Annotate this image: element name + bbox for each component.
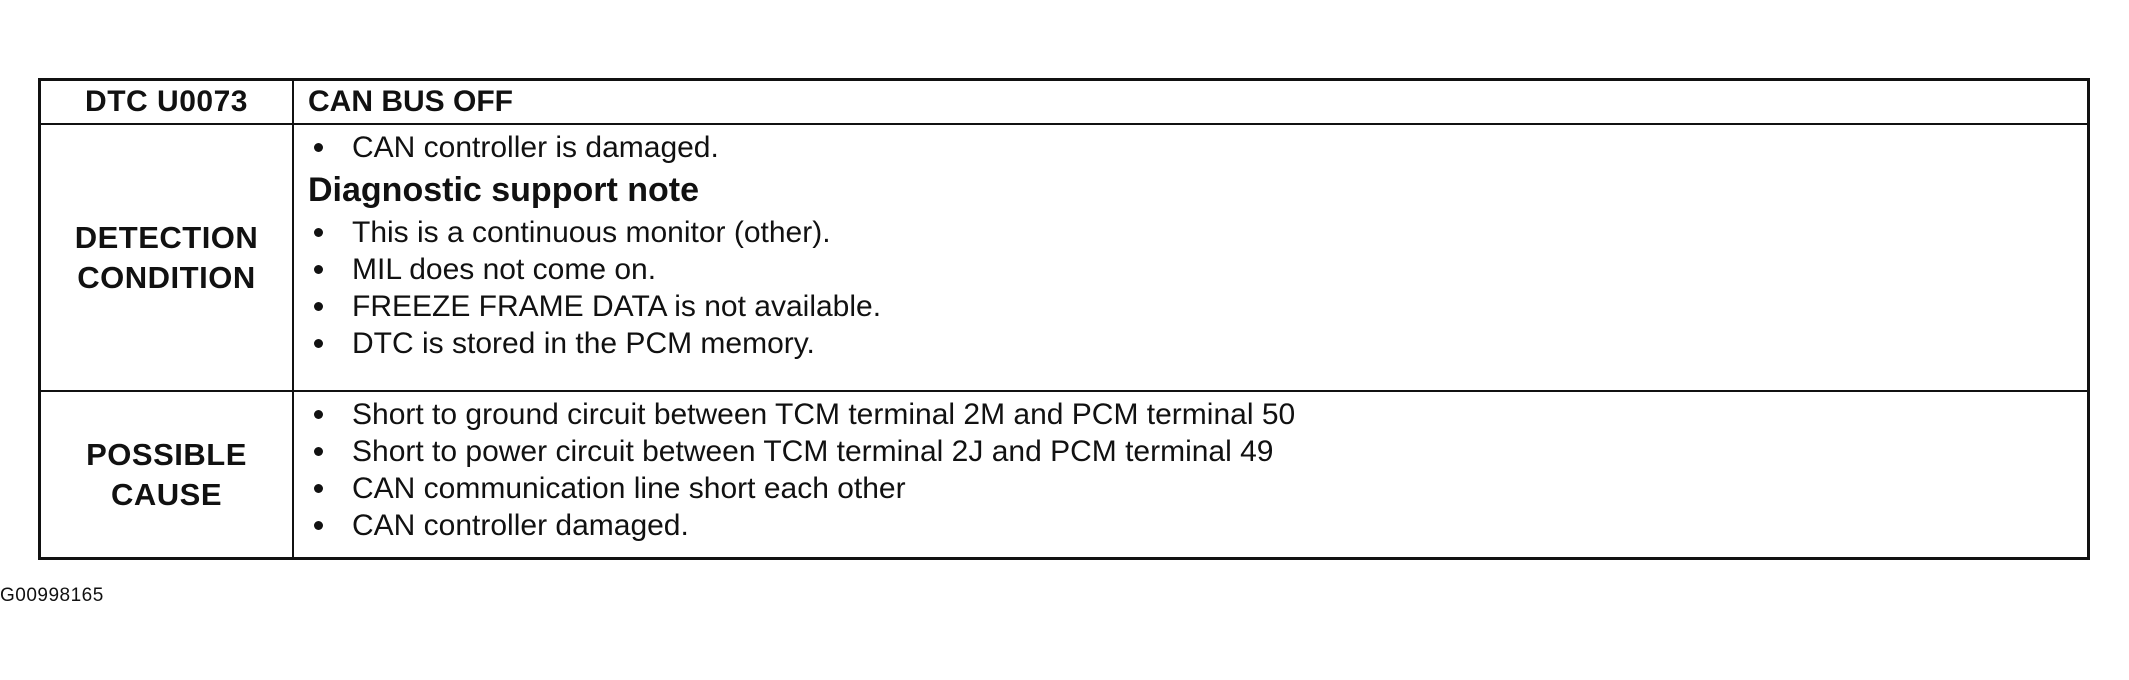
detection-condition-content: CAN controller is damaged. Diagnostic su… [294, 125, 2087, 392]
list-item: This is a continuous monitor (other). [308, 214, 2087, 251]
detection-pre-list: CAN controller is damaged. [308, 129, 2087, 166]
list-item-text: Short to ground circuit between TCM term… [352, 398, 1296, 431]
bullet-icon [314, 228, 323, 237]
dtc-table: DTC U0073 CAN BUS OFF DETECTION CONDITIO… [38, 78, 2090, 560]
list-item: CAN controller is damaged. [308, 129, 2087, 166]
list-item: DTC is stored in the PCM memory. [308, 325, 2087, 362]
possible-label-line2: CAUSE [110, 476, 222, 512]
image-id-caption: G00998165 [0, 585, 104, 606]
bullet-icon [314, 339, 323, 348]
dtc-title: CAN BUS OFF [308, 85, 513, 118]
bullet-icon [314, 521, 323, 530]
detection-condition-label: DETECTION CONDITION [41, 125, 294, 392]
list-item-text: CAN controller is damaged. [352, 131, 719, 164]
bullet-icon [314, 447, 323, 456]
diagnostic-support-heading: Diagnostic support note [308, 171, 699, 209]
list-item-text: Short to power circuit between TCM termi… [352, 435, 1274, 468]
possible-cause-list: Short to ground circuit between TCM term… [308, 396, 2087, 544]
detection-label-line2: CONDITION [77, 259, 256, 295]
list-item-text: DTC is stored in the PCM memory. [352, 327, 815, 360]
dtc-title-cell: CAN BUS OFF [294, 81, 2087, 125]
list-item-text: CAN communication line short each other [352, 472, 906, 505]
dtc-code-cell: DTC U0073 [41, 81, 294, 125]
list-item-text: MIL does not come on. [352, 253, 657, 286]
list-item-text: CAN controller damaged. [352, 509, 689, 542]
bullet-icon [314, 302, 323, 311]
bullet-icon [314, 410, 323, 419]
list-item: CAN controller damaged. [308, 507, 2087, 544]
list-item: FREEZE FRAME DATA is not available. [308, 288, 2087, 325]
list-item-text: FREEZE FRAME DATA is not available. [352, 290, 882, 323]
dtc-code: DTC U0073 [85, 85, 248, 118]
possible-label-line1: POSSIBLE [86, 436, 247, 472]
list-item-text: This is a continuous monitor (other). [352, 216, 831, 249]
detection-items-list: This is a continuous monitor (other). MI… [308, 214, 2087, 362]
list-item: Short to ground circuit between TCM term… [308, 396, 2087, 433]
bullet-icon [314, 265, 323, 274]
detection-label-line1: DETECTION [74, 219, 259, 255]
list-item: MIL does not come on. [308, 251, 2087, 288]
possible-cause-label: POSSIBLE CAUSE [41, 392, 294, 557]
list-item: CAN communication line short each other [308, 470, 2087, 507]
bullet-icon [314, 484, 323, 493]
possible-cause-content: Short to ground circuit between TCM term… [294, 392, 2087, 557]
list-item: Short to power circuit between TCM termi… [308, 433, 2087, 470]
bullet-icon [314, 143, 323, 152]
